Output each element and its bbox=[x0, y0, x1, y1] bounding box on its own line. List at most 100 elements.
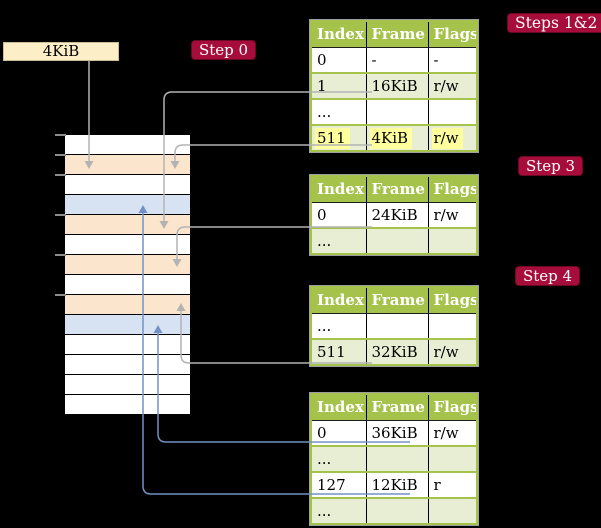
table-cell bbox=[365, 497, 428, 524]
memory-frame-row bbox=[65, 335, 190, 355]
column-header: Index bbox=[311, 394, 366, 421]
table-cell: r/w bbox=[427, 124, 477, 151]
step-3-badge: Step 3 bbox=[518, 156, 584, 176]
table-cell: ... bbox=[317, 316, 332, 335]
table-row: 511 4KiB r/w bbox=[311, 124, 477, 151]
table-cell: 4KiB bbox=[365, 124, 428, 151]
column-header: Frame bbox=[365, 394, 428, 421]
table-cell bbox=[365, 98, 428, 125]
table-cell bbox=[365, 445, 428, 472]
table-cell: 36KiB bbox=[365, 420, 428, 446]
table-cell: r/w bbox=[427, 202, 477, 228]
memory-frame-row bbox=[65, 355, 190, 375]
memory-frame-row bbox=[65, 135, 190, 155]
table-cell: 0 bbox=[317, 205, 327, 224]
table-cell: 1 bbox=[311, 72, 366, 99]
table-cell: - bbox=[427, 47, 477, 73]
table-row: ... bbox=[311, 497, 477, 524]
memory-frame-row bbox=[65, 195, 190, 215]
table-cell: r/w bbox=[427, 72, 477, 99]
column-header: Flags bbox=[427, 21, 477, 48]
table-cell bbox=[365, 227, 428, 254]
column-header: Index bbox=[311, 176, 366, 203]
memory-frame-row bbox=[65, 235, 190, 255]
column-header: Index bbox=[311, 287, 366, 314]
memory-frame-row bbox=[65, 375, 190, 395]
memory-frame-row bbox=[65, 175, 190, 195]
memory-frame-row bbox=[65, 295, 190, 315]
memory-column bbox=[65, 135, 190, 415]
table-row: ... bbox=[311, 227, 477, 254]
highlighted-value: 511 bbox=[315, 128, 350, 149]
table-row: ... bbox=[311, 445, 477, 472]
table-cell bbox=[365, 313, 428, 339]
steps-1-2-badge: Steps 1&2 bbox=[507, 13, 601, 33]
table-cell bbox=[427, 313, 477, 339]
table-row: 0 -- bbox=[311, 47, 477, 73]
memory-frame-row bbox=[65, 315, 190, 335]
table-cell: 511 bbox=[311, 124, 366, 151]
memory-frame-row bbox=[65, 215, 190, 235]
table-cell bbox=[427, 227, 477, 254]
column-header: Index bbox=[311, 21, 366, 48]
table-cell: r bbox=[427, 471, 477, 498]
table-cell: 16KiB bbox=[365, 72, 428, 99]
address-tick bbox=[55, 134, 66, 136]
column-header: Frame bbox=[365, 176, 428, 203]
step-0-badge: Step 0 bbox=[191, 40, 257, 60]
table-cell: 511 bbox=[311, 338, 366, 365]
table-cell: ... bbox=[311, 445, 366, 472]
step-4-badge: Step 4 bbox=[515, 266, 581, 286]
address-tick bbox=[55, 154, 66, 156]
address-tick bbox=[55, 294, 66, 296]
table-cell: r/w bbox=[427, 338, 477, 365]
table-cell: - bbox=[365, 47, 428, 73]
address-tick bbox=[55, 174, 66, 176]
table-cell bbox=[427, 445, 477, 472]
table-row: ... bbox=[311, 313, 477, 339]
table-cell: ... bbox=[311, 227, 366, 254]
memory-frame-row bbox=[65, 275, 190, 295]
table-cell: 24KiB bbox=[365, 202, 428, 228]
table-cell: 0 bbox=[317, 50, 327, 69]
table-cell: ... bbox=[311, 98, 366, 125]
table-cell: 0 bbox=[317, 423, 327, 442]
table-cell: r/w bbox=[427, 420, 477, 446]
table-cell: 127 bbox=[311, 471, 366, 498]
memory-frame-row bbox=[65, 155, 190, 175]
table-row: ... bbox=[311, 98, 477, 125]
column-header: Flags bbox=[427, 287, 477, 314]
address-tick bbox=[55, 254, 66, 256]
column-header: Flags bbox=[427, 176, 477, 203]
frame-size-label: 4KiB bbox=[3, 42, 119, 61]
table-cell: 12KiB bbox=[365, 471, 428, 498]
highlighted-value: 4KiB bbox=[369, 128, 413, 149]
column-header: Frame bbox=[365, 287, 428, 314]
table-cell bbox=[427, 98, 477, 125]
column-header: Frame bbox=[365, 21, 428, 48]
table-cell: ... bbox=[311, 497, 366, 524]
table-cell: 32KiB bbox=[365, 338, 428, 365]
memory-frame-row bbox=[65, 395, 190, 415]
highlighted-value: r/w bbox=[431, 128, 463, 149]
column-header: Flags bbox=[427, 394, 477, 421]
address-tick bbox=[55, 214, 66, 216]
